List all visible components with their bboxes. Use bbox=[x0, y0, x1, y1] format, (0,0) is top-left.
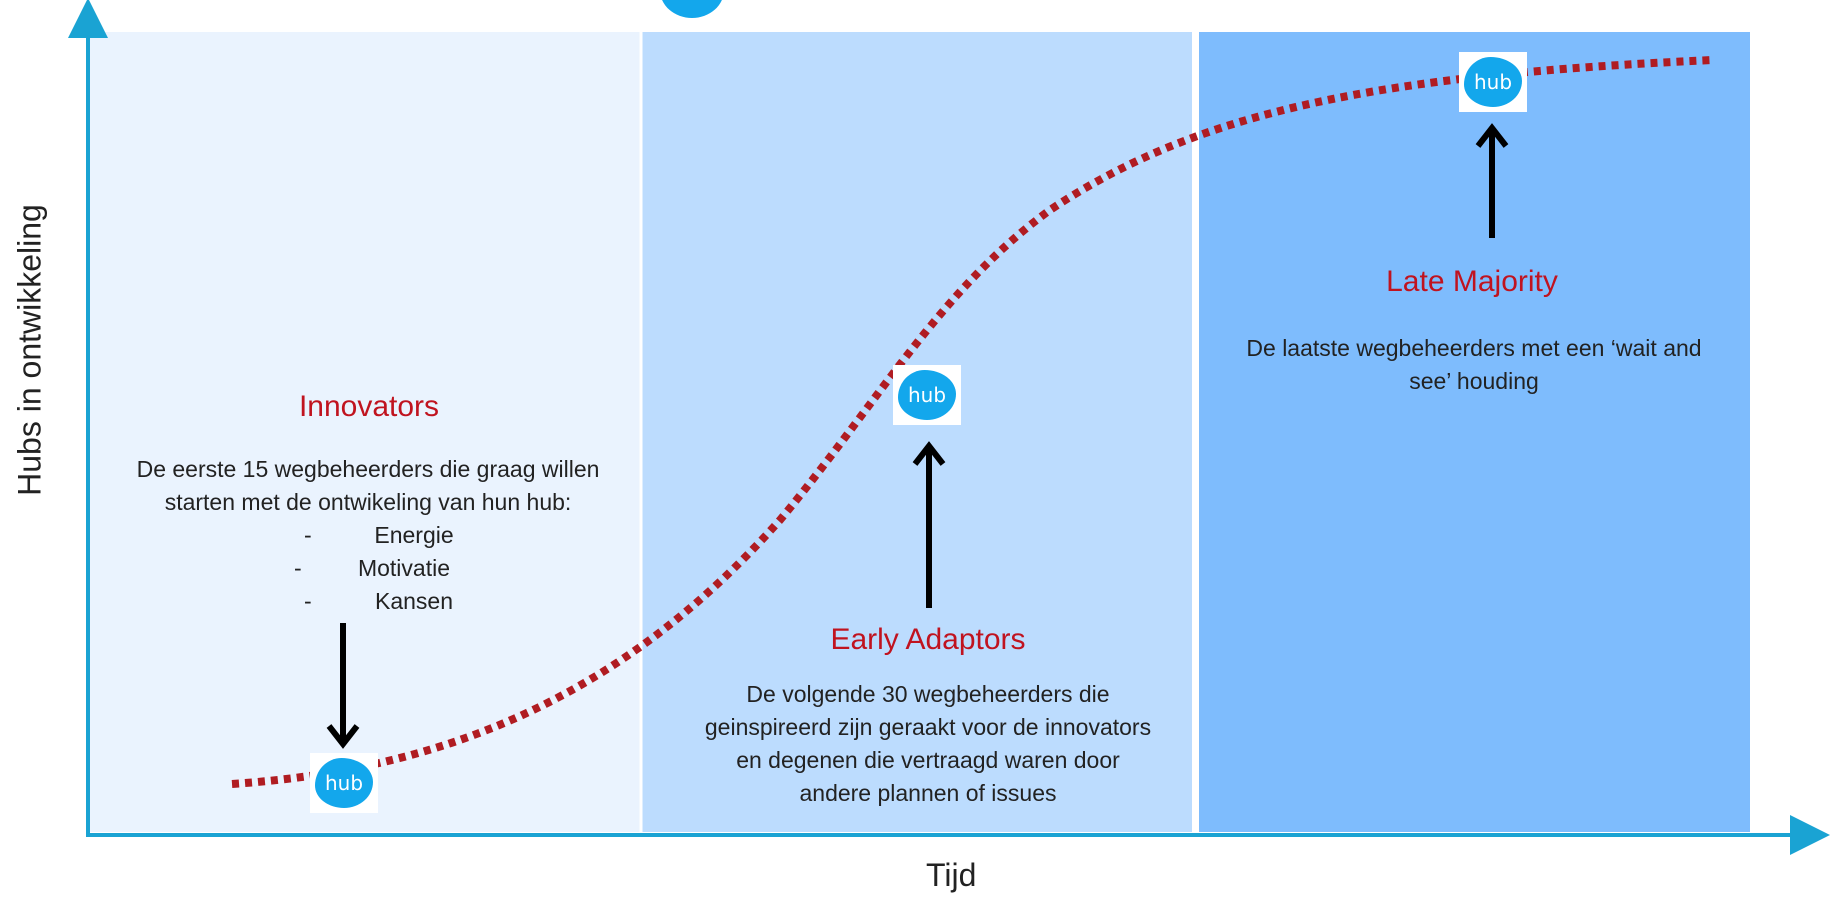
y-axis-label: Hubs in ontwikkeling bbox=[11, 204, 48, 496]
bullet-dash: - bbox=[304, 588, 312, 614]
description-line: andere plannen of issues bbox=[799, 780, 1057, 806]
zone-innovators-background bbox=[90, 32, 640, 832]
arrow-icon bbox=[912, 441, 946, 608]
hub-logo-label: hub bbox=[1464, 57, 1522, 107]
description-line: De laatste wegbeheerders met een ‘wait a… bbox=[1246, 335, 1702, 361]
zone-description-early-adaptors: De volgende 30 wegbeheerders die geinspi… bbox=[663, 678, 1193, 810]
zone-early-adaptors-background bbox=[642, 32, 1192, 832]
arrow-icon bbox=[326, 623, 360, 749]
bullet-text: Kansen bbox=[374, 588, 453, 614]
hub-logo-icon: hub bbox=[1459, 52, 1527, 112]
description-line: geinspireerd zijn geraakt voor de innova… bbox=[704, 714, 1152, 740]
arrow-icon bbox=[1475, 123, 1509, 238]
hub-logo-label: hub bbox=[898, 370, 956, 420]
bullet-dash: - bbox=[304, 522, 312, 548]
bullet-text: Energie bbox=[374, 522, 454, 548]
hub-logo-icon: hub bbox=[310, 753, 378, 813]
zone-title-early-adaptors: Early Adaptors bbox=[830, 623, 1026, 656]
innovators-bullet-list: - Energie - Motivatie - Kansen bbox=[290, 519, 474, 618]
hub-logo-icon bbox=[660, 0, 724, 18]
description-line: en degenen die vertraagd waren door bbox=[736, 747, 1120, 773]
description-line: starten met de ontwikeling van hun hub: bbox=[164, 489, 572, 515]
list-item: - Motivatie bbox=[290, 552, 474, 585]
list-item: - Kansen bbox=[290, 585, 474, 618]
list-item: - Energie bbox=[290, 519, 474, 552]
bullet-text: Motivatie bbox=[357, 555, 451, 581]
adoption-s-curve bbox=[231, 56, 1714, 788]
zone-late-majority-background bbox=[1199, 32, 1750, 832]
zone-title-innovators: Innovators bbox=[298, 390, 440, 423]
zone-description-late-majority: De laatste wegbeheerders met een ‘wait a… bbox=[1202, 332, 1746, 398]
x-axis-label: Tijd bbox=[926, 857, 977, 893]
bullet-dash: - bbox=[294, 555, 302, 581]
zone-description-innovators: De eerste 15 wegbeheerders die graag wil… bbox=[98, 453, 638, 519]
hub-logo-icon: hub bbox=[893, 365, 961, 425]
description-line: De volgende 30 wegbeheerders die bbox=[746, 681, 1110, 707]
description-line: see’ houding bbox=[1409, 368, 1539, 394]
hub-logo-label: hub bbox=[315, 758, 373, 808]
description-line: De eerste 15 wegbeheerders die graag wil… bbox=[136, 456, 600, 482]
zone-title-late-majority: Late Majority bbox=[1386, 265, 1558, 298]
